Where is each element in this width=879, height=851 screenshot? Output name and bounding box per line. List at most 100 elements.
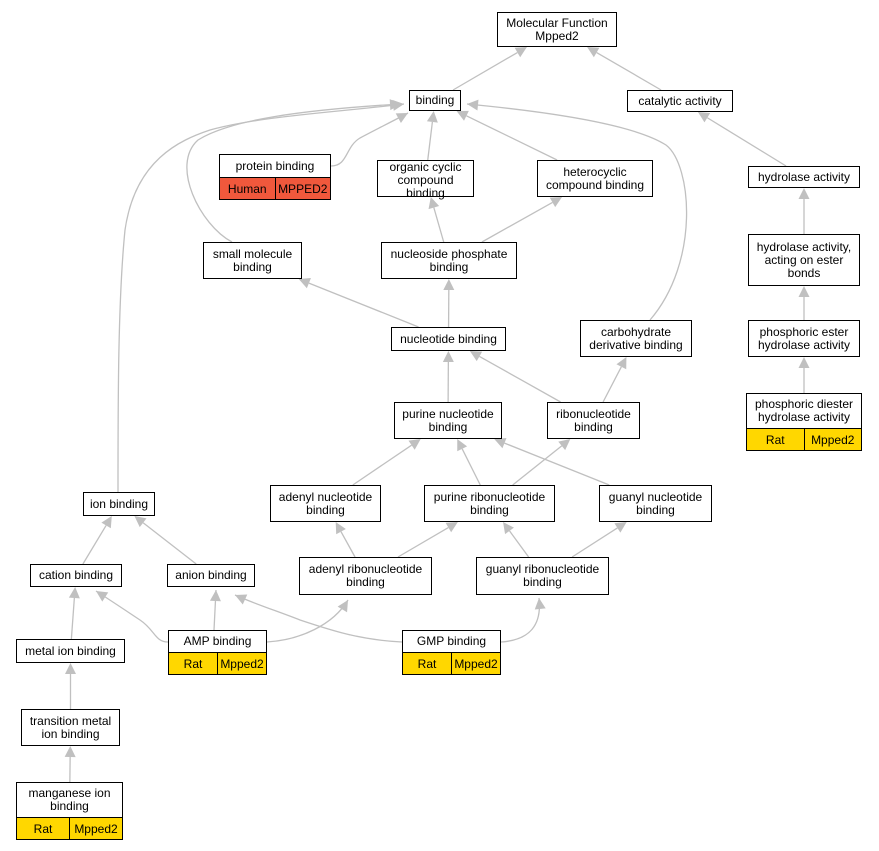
node-nucleotide[interactable]: nucleotide binding	[391, 327, 506, 351]
edge-ribonuc-to-nucleotide	[479, 355, 561, 403]
node-metal[interactable]: metal ion binding	[16, 639, 125, 663]
edge-smallmol-to-binding	[186, 103, 402, 243]
edge-nucphos-to-heterocyclic	[481, 201, 553, 243]
node-label: nucleotide binding	[400, 331, 497, 346]
edge-catalytic-to-mf	[596, 51, 662, 91]
edge-nucleotide-to-smallmol	[308, 282, 419, 328]
edge-adenyl-to-purine	[352, 444, 412, 486]
node-anion[interactable]: anion binding	[167, 564, 255, 587]
edge-arrowhead	[587, 47, 600, 58]
edge-arrowhead	[469, 351, 483, 362]
node-label: guanyl ribonucleotide binding	[485, 562, 600, 589]
node-ion[interactable]: ion binding	[83, 492, 155, 516]
edge-arrowhead	[395, 113, 408, 124]
edge-ribonuc-to-carbo	[602, 366, 622, 403]
node-carbo[interactable]: carbohydrate derivative binding	[580, 320, 692, 357]
edge-arrowhead	[442, 351, 454, 363]
species-tag: Rat	[169, 653, 217, 674]
edge-arrowhead	[235, 594, 248, 605]
node-adenylribo[interactable]: adenyl ribonucleotide binding	[299, 557, 432, 595]
node-label: organic cyclic compound binding	[389, 160, 462, 200]
edge-arrowhead	[335, 522, 346, 535]
node-label: catalytic activity	[638, 93, 722, 108]
node-label: ion binding	[89, 496, 149, 511]
edge-adenylribo-to-purineribo	[397, 526, 449, 558]
gene-tag: MPPED2	[274, 178, 330, 199]
edge-metal-to-cation	[70, 597, 76, 640]
edge-arrowhead	[209, 590, 221, 602]
node-nucphos[interactable]: nucleoside phosphate binding	[381, 242, 517, 279]
node-cation[interactable]: cation binding	[30, 564, 122, 587]
edge-organic-to-binding	[427, 121, 434, 161]
node-guanyl[interactable]: guanyl nucleotide binding	[599, 485, 712, 522]
gene-tag: Mpped2	[451, 653, 500, 674]
edge-arrowhead	[549, 197, 563, 208]
edge-gmp-to-anion	[234, 594, 403, 643]
node-phosester[interactable]: phosphoric ester hydrolase activity	[748, 320, 860, 357]
edge-arrowhead	[337, 600, 348, 613]
species-tag: Human	[220, 178, 275, 199]
edge-arrowhead	[457, 439, 468, 452]
edge-arrowhead	[456, 110, 469, 121]
node-label: adenyl ribonucleotide binding	[308, 562, 423, 589]
node-label: Molecular Function Mpped2	[506, 15, 608, 43]
node-label: hydrolase activity	[757, 169, 851, 184]
edge-amp-to-cation	[95, 590, 169, 643]
edge-arrowhead	[392, 99, 404, 111]
edge-hydrolase-to-catalytic	[706, 117, 787, 167]
species-tag: Rat	[747, 429, 804, 450]
edge-arrowhead	[445, 522, 458, 533]
edge-arrowhead	[65, 663, 76, 674]
node-label: purine ribonucleotide binding	[433, 489, 546, 517]
node-ribonuc[interactable]: ribonucleotide binding	[547, 402, 640, 439]
edge-nucphos-to-organic	[433, 207, 445, 243]
edge-arrowhead	[798, 286, 810, 297]
node-catalytic[interactable]: catalytic activity	[627, 90, 733, 112]
edge-guanylribo-to-guanyl	[571, 527, 618, 558]
edge-arrowhead	[558, 439, 571, 451]
node-label: phosphoric diester hydrolase activity	[754, 397, 854, 424]
node-hydroester[interactable]: hydrolase activity, acting on ester bond…	[748, 234, 860, 286]
edge-protein-to-binding	[330, 112, 409, 167]
node-organic[interactable]: organic cyclic compound binding	[377, 160, 474, 200]
node-adenyl[interactable]: adenyl nucleotide binding	[270, 485, 381, 522]
node-label: purine nucleotide binding	[402, 406, 494, 434]
edge-anion-to-ion	[142, 522, 197, 565]
edge-arrowhead	[798, 188, 810, 199]
node-label: GMP binding	[416, 634, 487, 648]
node-guanylribo[interactable]: guanyl ribonucleotide binding	[476, 557, 609, 595]
edge-binding-to-mf	[452, 51, 518, 91]
node-label: transition metal ion binding	[29, 713, 112, 741]
node-label: nucleoside phosphate binding	[390, 246, 508, 274]
node-transition[interactable]: transition metal ion binding	[21, 709, 120, 746]
edge-guanyl-to-purine	[504, 442, 610, 486]
edge-arrowhead	[101, 516, 112, 529]
edge-arrowhead	[616, 357, 627, 370]
node-label: adenyl nucleotide binding	[278, 489, 373, 517]
edge-arrowhead	[134, 516, 147, 528]
node-purineribo[interactable]: purine ribonucleotide binding	[424, 485, 555, 522]
species-tag: Rat	[403, 653, 451, 674]
edge-amp-to-adenylribo	[266, 599, 349, 643]
node-label: guanyl nucleotide binding	[608, 489, 703, 517]
node-purine[interactable]: purine nucleotide binding	[394, 402, 502, 439]
node-binding[interactable]: binding	[409, 90, 461, 111]
edge-arrowhead	[96, 591, 109, 602]
edge-carbo-to-binding	[466, 103, 688, 321]
edge-purineribo-to-purine	[461, 448, 481, 486]
node-heterocyclic[interactable]: heterocyclic compound binding	[537, 160, 653, 197]
node-mf[interactable]: Molecular Function Mpped2	[497, 12, 617, 47]
node-label: binding	[415, 93, 455, 107]
node-hydrolase[interactable]: hydrolase activity	[748, 166, 860, 188]
node-smallmol[interactable]: small molecule binding	[203, 242, 302, 279]
